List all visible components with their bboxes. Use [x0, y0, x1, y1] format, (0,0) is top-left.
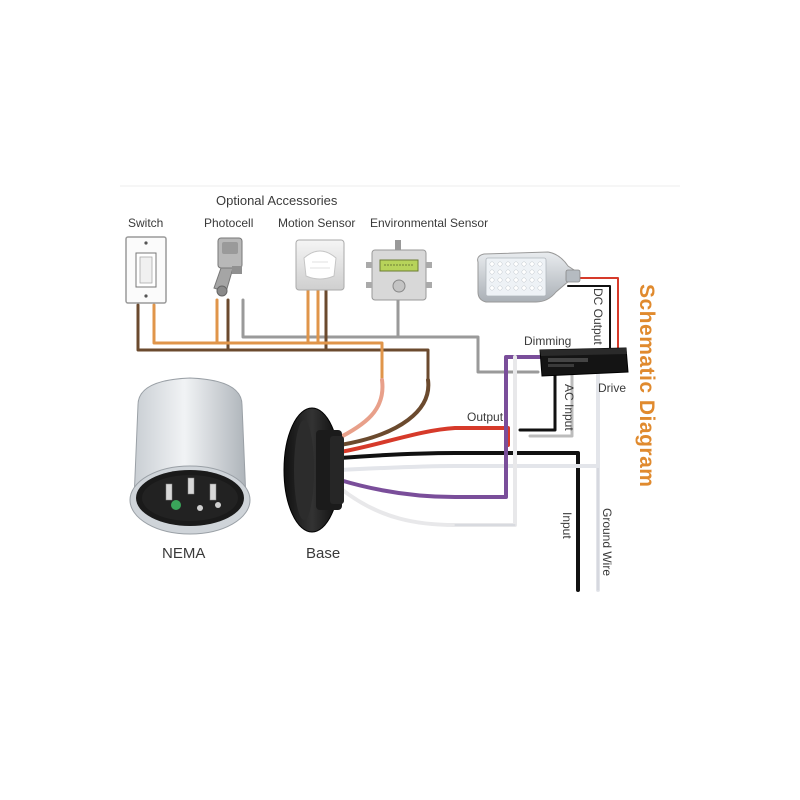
dc-black-wire	[567, 285, 611, 353]
brown-base-wire	[338, 378, 431, 447]
base-label: Base	[306, 545, 341, 562]
black-ac-wire	[518, 370, 557, 432]
black-output-wire	[338, 451, 580, 592]
input-label: Input	[560, 512, 574, 539]
optional-accessories-header: Optional Accessories	[216, 193, 338, 208]
led-lamp-device	[477, 251, 581, 303]
switch-device	[125, 236, 167, 304]
pink-base-wire	[333, 378, 385, 442]
orange-bus-wire	[152, 303, 384, 382]
grey-ac-wire	[528, 370, 574, 438]
led-driver-device	[539, 347, 629, 377]
white-ground-wire	[338, 464, 600, 592]
motion-sensor-device	[295, 239, 345, 291]
output-label: Output	[467, 410, 504, 424]
base-device	[283, 407, 344, 533]
ac-input-label: AC Input	[562, 384, 576, 431]
wires	[136, 277, 619, 592]
dc-red-wire	[567, 277, 619, 353]
nema-label: NEMA	[162, 545, 206, 562]
switch-label: Switch	[128, 216, 164, 230]
photocell-label: Photocell	[204, 216, 254, 230]
nema-device	[129, 377, 251, 535]
drive-label: Drive	[598, 381, 627, 395]
environmental-sensor-device	[366, 240, 432, 301]
purple-dimming-wire	[338, 355, 542, 499]
ground-wire-label: Ground Wire	[600, 508, 614, 577]
dimming-label: Dimming	[524, 334, 572, 348]
dc-output-label: DC Output	[591, 288, 605, 345]
red-base-wire	[338, 426, 510, 454]
brown-bus-wire	[136, 303, 430, 382]
led-array	[489, 261, 543, 291]
schematic-diagram-title: Schematic Diagram	[635, 284, 658, 488]
photocell-device	[213, 237, 243, 297]
grey-sensor-wire	[241, 298, 540, 374]
motion-sensor-label: Motion Sensor	[278, 216, 356, 230]
environmental-sensor-label: Environmental Sensor	[370, 216, 489, 230]
